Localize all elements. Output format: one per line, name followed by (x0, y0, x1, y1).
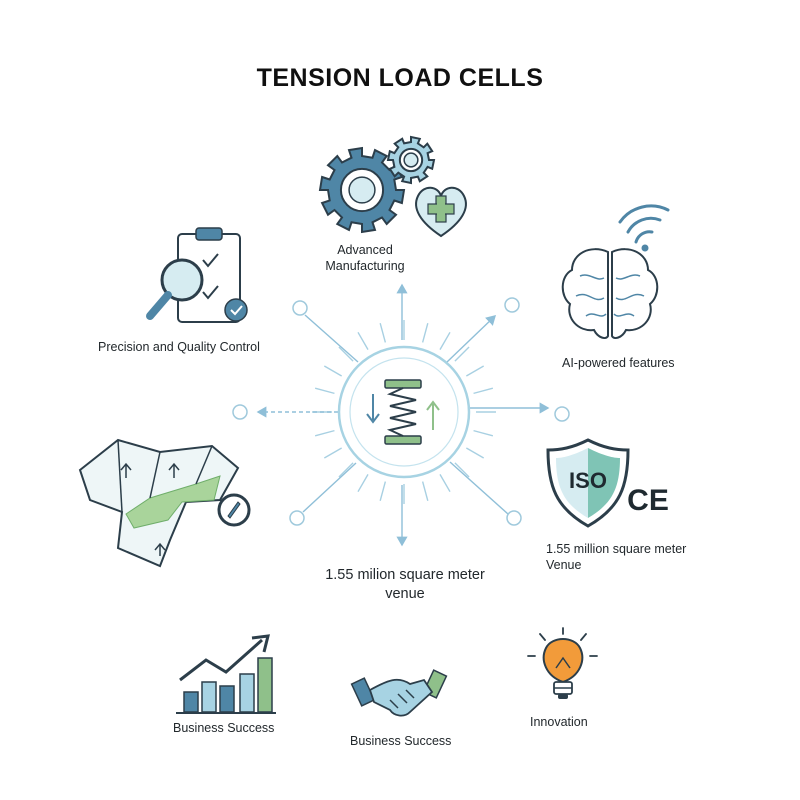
gears-heart-icon (318, 135, 467, 238)
venue-center-line1: 1.55 milion square meter (325, 567, 485, 583)
hub-spoke (314, 429, 335, 437)
hub-spoke (314, 387, 335, 395)
gear-center (348, 176, 376, 204)
bar-chart-arrow-icon (176, 634, 276, 714)
hub-spokes (312, 320, 496, 504)
hub-spoke (466, 447, 485, 459)
iso-shield-icon: ISO CE (546, 438, 669, 528)
hub-spoke (421, 322, 429, 343)
hub-spoke (454, 346, 470, 362)
hub-spoke (379, 481, 387, 502)
hub-spoke (379, 322, 387, 343)
hub-spoke (338, 346, 354, 362)
clipboard-magnifier-icon (146, 227, 248, 323)
hub-spoke (473, 429, 494, 437)
brain-wifi-icon (561, 204, 670, 339)
hub-spoke (357, 331, 369, 350)
certification-label: 1.55 million square meter Venue (546, 541, 686, 573)
certification-label-line2: Venue (546, 558, 582, 572)
hub-spoke (323, 365, 342, 377)
certification-label-line1: 1.55 million square meter (546, 542, 687, 556)
arrow-upper-right (446, 315, 497, 363)
handshake-icon (350, 669, 448, 717)
line-lower-right (449, 461, 509, 515)
hub-spoke (357, 474, 369, 493)
venue-center-label: 1.55 milion square meter venue (290, 566, 520, 604)
central-hub (232, 283, 570, 547)
business-handshake-label: Business Success (350, 734, 452, 748)
line-upper-left (304, 314, 359, 363)
innovation-label: Innovation (530, 715, 588, 729)
venue-center-line2: venue (385, 586, 425, 602)
hub-spoke (323, 447, 342, 459)
page-title: TENSION LOAD CELLS (256, 64, 544, 92)
hub-spoke (473, 387, 494, 395)
hub-spoke (338, 462, 354, 478)
lightbulb-icon (527, 627, 598, 699)
gear-center (403, 152, 419, 168)
hub-spoke (439, 474, 451, 493)
precision-label: Precision and Quality Control (98, 340, 260, 354)
manufacturing-label: Advanced Manufacturing (290, 242, 440, 274)
hub-spoke (439, 331, 451, 350)
ai-label: AI-powered features (562, 356, 675, 370)
iso-text: ISO (569, 468, 607, 493)
business-chart-label: Business Success (173, 721, 275, 735)
map-compass-icon (78, 438, 251, 568)
spring-load-cell-icon (366, 379, 440, 445)
hub-spoke (466, 365, 485, 377)
hub-spoke (421, 481, 429, 502)
hub-arrows (256, 283, 550, 547)
hub-spoke (454, 462, 470, 478)
line-lower-left (302, 462, 357, 513)
manufacturing-label-line2: Manufacturing (325, 259, 405, 273)
hub-endpoints (232, 297, 570, 526)
manufacturing-label-line1: Advanced (337, 243, 393, 257)
ce-mark: CE (627, 484, 669, 517)
